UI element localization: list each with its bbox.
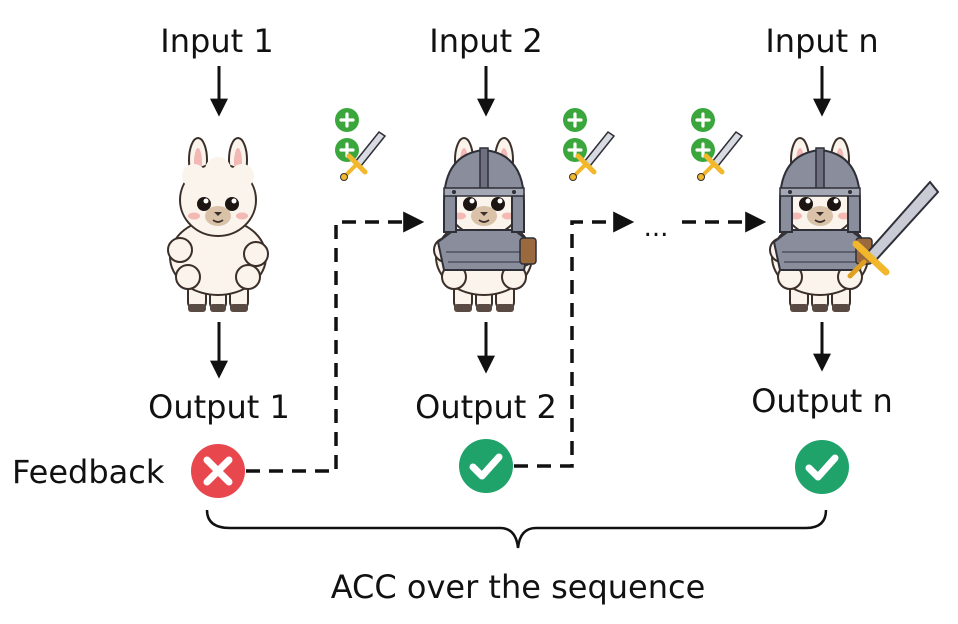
cross-icon — [203, 456, 233, 486]
feedback-label: Feedback — [12, 453, 165, 491]
upgrade-icon-1 — [333, 106, 385, 181]
llama-1-image — [167, 137, 269, 313]
feedback-check-badge-2 — [459, 439, 513, 493]
feedback-path-2 — [514, 211, 635, 468]
summary-label: ACC over the sequence — [331, 568, 706, 606]
check-icon — [469, 453, 503, 480]
input-label-n: Input n — [765, 22, 878, 60]
feedback-path-1 — [246, 211, 425, 473]
llama-2-armored-image — [433, 137, 537, 313]
feedback-check-badge-n — [795, 440, 849, 494]
input-label-2: Input 2 — [429, 22, 542, 60]
output-label-n: Output n — [751, 382, 893, 420]
plus-icon — [333, 136, 361, 164]
plus-icon — [689, 106, 717, 134]
upgrade-icon-3 — [689, 106, 742, 181]
upgrade-icon-2 — [561, 106, 614, 181]
output-label-2: Output 2 — [415, 388, 557, 426]
plus-icon — [333, 106, 361, 134]
feedback-cross-badge — [191, 444, 245, 498]
ellipsis: ... — [644, 213, 669, 243]
llama-n-armored-sword-image — [769, 137, 940, 313]
plus-icon — [561, 106, 589, 134]
input-label-1: Input 1 — [160, 22, 273, 60]
sequence-brace — [205, 509, 828, 549]
check-icon — [805, 454, 839, 481]
output-label-1: Output 1 — [148, 388, 290, 426]
